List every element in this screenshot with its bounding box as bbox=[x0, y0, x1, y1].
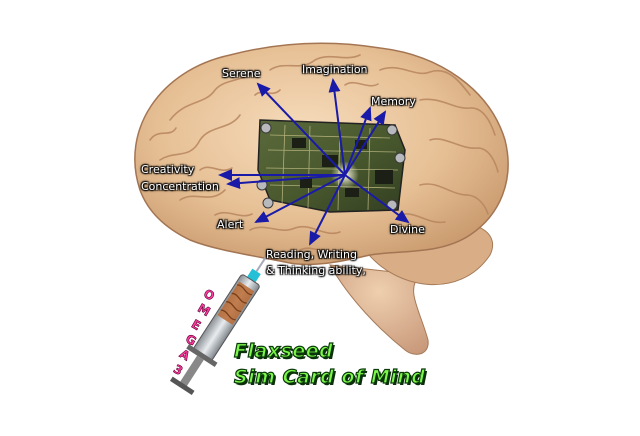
arrow-concentration bbox=[226, 174, 346, 190]
label-reading-line1: Reading, Writing bbox=[266, 248, 357, 261]
label-divine: Divine bbox=[390, 223, 425, 236]
arrow-extra bbox=[344, 106, 372, 176]
caption-line1: Flaxseed bbox=[233, 339, 334, 362]
arrow-memory bbox=[344, 110, 387, 176]
label-memory: Memory bbox=[371, 95, 416, 108]
brain-folds bbox=[149, 54, 499, 253]
label-creativity: Creativity bbox=[141, 163, 195, 176]
arrow-alert bbox=[254, 174, 346, 223]
sim-card-chip bbox=[256, 119, 406, 213]
label-reading-line2: & Thinking ability, bbox=[266, 264, 366, 277]
label-concentration: Concentration bbox=[141, 180, 219, 193]
label-serene: Serene bbox=[222, 67, 261, 80]
label-alert: Alert bbox=[217, 218, 244, 231]
arrow-group bbox=[218, 78, 410, 246]
omega3-syringe bbox=[169, 252, 270, 396]
arrow-imagination bbox=[328, 78, 346, 176]
arrow-reading bbox=[309, 174, 346, 246]
arrow-divine bbox=[344, 174, 410, 224]
label-imagination: Imagination bbox=[302, 63, 368, 76]
brain-stem bbox=[329, 264, 429, 355]
arrow-serene bbox=[256, 82, 346, 176]
caption-line2: Sim Card of Mind bbox=[233, 365, 426, 388]
